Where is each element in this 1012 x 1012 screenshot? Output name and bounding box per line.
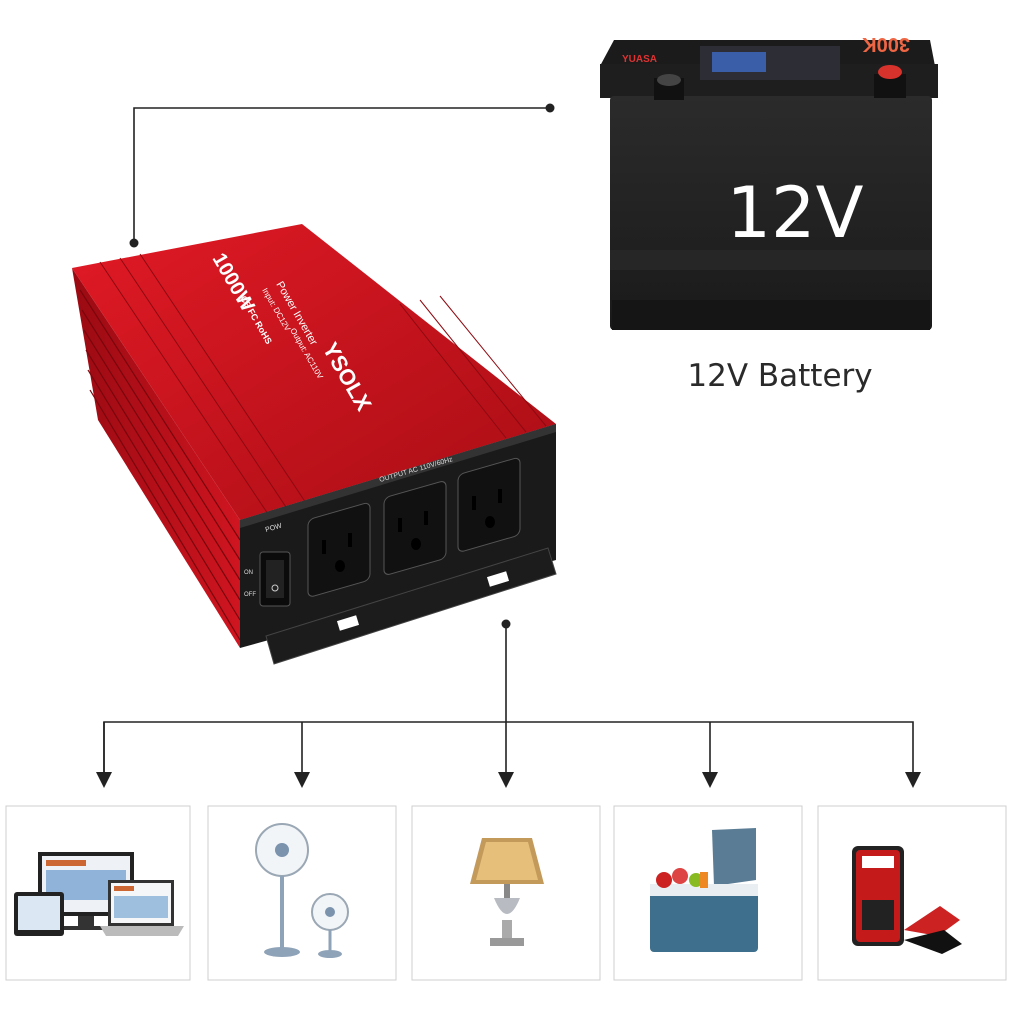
device-card-cooler	[613, 805, 803, 981]
standing-fan-icon	[255, 823, 349, 958]
negative-terminal	[654, 74, 684, 100]
power-switch[interactable]	[259, 551, 291, 607]
laptop-monitor-tablet-icon	[14, 852, 184, 936]
ac-outlet	[307, 502, 371, 597]
ac-outlet	[383, 481, 447, 575]
table-lamp-icon	[470, 838, 544, 946]
device-card-jump-starter	[817, 805, 1007, 981]
output-distribution-lines	[96, 619, 921, 788]
battery-capacity-mark: 300K	[862, 33, 910, 55]
device-card-fans	[207, 805, 397, 981]
battery-voltage-label: 12V	[727, 172, 864, 254]
positive-terminal	[874, 65, 906, 98]
switch-off-label: OFF	[244, 592, 256, 598]
switch-on-label: ON	[244, 570, 253, 576]
car-battery: YUASA 300K 12V	[600, 33, 938, 330]
battery-caption: 12V Battery	[687, 358, 873, 394]
mounting-bracket	[265, 547, 557, 665]
power-inverter: 1000W Power Inverter Input: DC12V Output…	[72, 224, 557, 665]
power-switch-label: POW	[265, 522, 283, 533]
battery-brand: YUASA	[622, 54, 657, 65]
device-card-lamp	[411, 805, 601, 981]
device-card-computers	[5, 805, 191, 981]
battery-connection-line	[129, 103, 555, 248]
jump-starter-icon	[852, 846, 962, 954]
portable-fridge-icon	[650, 828, 758, 952]
ac-outlet	[457, 457, 521, 552]
